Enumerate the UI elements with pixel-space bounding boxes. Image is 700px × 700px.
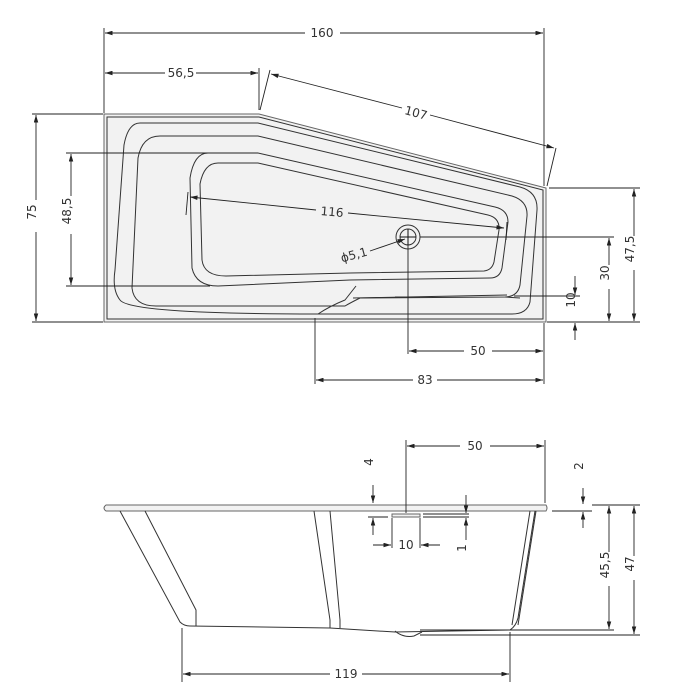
dim-straight-edge: 56,5 — [168, 66, 195, 80]
top-view: 160 56,5 107 75 48,5 116 ϕ5,1 — [25, 26, 640, 387]
dim-front-length: 83 — [417, 373, 432, 387]
side-body-outline — [119, 510, 536, 633]
dim-drain-offset-x: 50 — [470, 344, 485, 358]
side-dim-base-length: 119 — [335, 667, 358, 681]
side-dim-inner-height: 45,5 — [598, 552, 612, 579]
dim-angled-edge: 107 — [403, 103, 429, 122]
dim-overall-length: 160 — [311, 26, 334, 40]
side-dim-overflow-gap: 1 — [455, 544, 469, 552]
side-dim-overflow-width: 10 — [398, 538, 413, 552]
side-dim-rim-offset: 4 — [362, 458, 376, 466]
dim-overall-width: 75 — [25, 204, 39, 219]
dim-inner-width: 48,5 — [60, 198, 74, 225]
side-dim-rim-thickness: 2 — [572, 462, 586, 470]
dim-inner-length: 116 — [320, 204, 344, 220]
overflow-slot — [391, 513, 421, 518]
side-view: 50 4 10 1 2 45,5 47 — [103, 439, 640, 682]
side-rim — [103, 504, 548, 512]
dim-drain-offset-y: 30 — [598, 265, 612, 280]
dim-narrow-end-width: 47,5 — [623, 236, 637, 263]
side-dim-drain-offset: 50 — [467, 439, 482, 453]
dim-drain-diameter: ϕ5,1 — [339, 245, 369, 266]
dim-overflow-offset: 10 — [564, 292, 578, 307]
side-dim-overall-height: 47 — [623, 556, 637, 571]
